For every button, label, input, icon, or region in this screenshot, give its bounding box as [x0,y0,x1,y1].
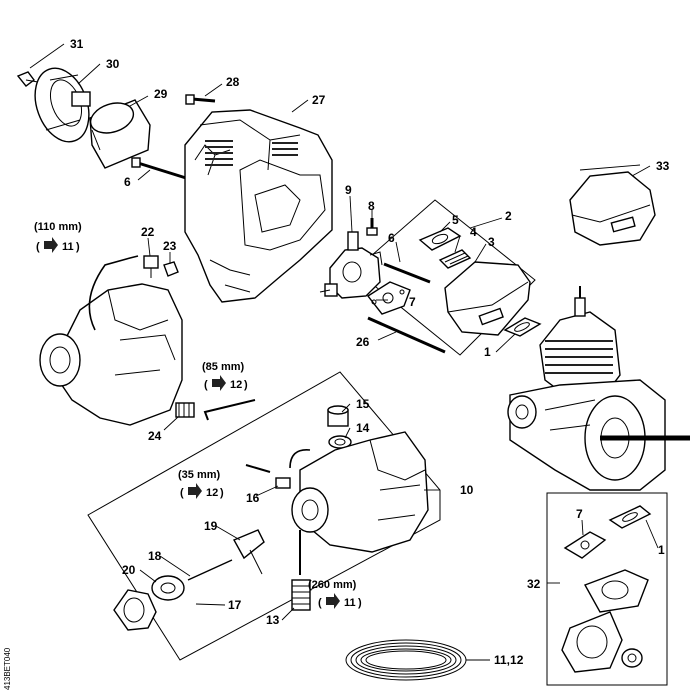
label-24: 24 [148,429,162,443]
label-10: 10 [460,483,474,497]
label-17: 17 [228,598,242,612]
ref-12-b: 12 [206,487,218,499]
label-15: 15 [356,397,370,411]
fuel-filter-13 [291,579,311,611]
screen-4 [438,249,472,269]
label-33: 33 [656,159,670,173]
hose-85mm [203,399,256,421]
screw-6-left [131,157,187,180]
label-18: 18 [148,549,162,563]
label-16: 16 [246,491,260,505]
label-5: 5 [452,213,459,227]
arrow-11-b: ( 11 ) [318,593,362,609]
fuel-tank-kit-box [87,371,441,661]
air-filter-kit-box [354,199,536,356]
engine-assembly [507,286,690,491]
svg-text:): ) [244,379,248,391]
shroud-27 [184,109,333,303]
stud-6-right [383,262,431,284]
gasket-5 [418,227,462,251]
arrow-12-b: ( 12 ) [180,483,224,499]
label-22: 22 [141,225,155,239]
fuel-hose-coil [345,639,467,681]
fuel-tank-housing-left [39,255,183,426]
line-18 [187,559,233,581]
label-4: 4 [470,225,477,239]
filter-housing-3 [444,261,531,336]
label-9: 9 [345,183,352,197]
label-29: 29 [154,87,168,101]
ref-11-a: 11 [62,241,74,253]
note-110mm: (110 mm) [34,221,82,233]
svg-text:): ) [76,241,80,253]
gasket-7 [366,281,411,315]
washer-20 [151,575,185,601]
label-31: 31 [70,37,84,51]
label-8: 8 [368,199,375,213]
drawing-code: 413BET040 [3,647,12,690]
ref-11-b: 11 [344,597,356,609]
label-28: 28 [226,75,240,89]
fitting-22 [143,255,159,278]
label-19: 19 [204,519,218,533]
label-1-kit: 1 [658,543,665,557]
hose-35mm [245,464,271,473]
label-27: 27 [312,93,326,107]
arrow-11-a: ( 11 ) [36,237,80,253]
fuel-tank-10 [289,431,429,575]
svg-text:(: ( [204,379,208,391]
label-30: 30 [106,57,120,71]
screw-8 [366,218,378,236]
label-2: 2 [505,209,512,223]
note-260mm: (260 mm) [308,579,357,591]
label-1: 1 [484,345,491,359]
label-32: 32 [527,577,541,591]
note-35mm: (35 mm) [178,469,221,481]
label-26: 26 [356,335,370,349]
screw-28 [185,94,216,105]
svg-text:): ) [220,487,224,499]
svg-text:(: ( [36,241,40,253]
stud-26 [367,316,446,354]
label-3: 3 [488,235,495,249]
label-7: 7 [409,295,416,309]
gasket-set-parts [561,505,652,673]
gasket-set-box [546,492,668,686]
leader-lines [29,43,659,661]
arrow-12-a: ( 12 ) [204,375,248,391]
label-23: 23 [163,239,177,253]
screw-31 [16,71,39,87]
label-7-kit: 7 [576,507,583,521]
note-85mm: (85 mm) [202,361,245,373]
ref-12-a: 12 [230,379,242,391]
filter-element-29 [89,99,151,169]
label-11-12: 11,12 [494,653,524,667]
svg-text:): ) [358,597,362,609]
connector-24 [175,402,195,418]
svg-text:(: ( [180,487,184,499]
carburetor-9 [319,231,383,299]
fitting-16 [275,477,291,489]
label-6-right: 6 [388,231,395,245]
label-13: 13 [266,613,280,627]
svg-text:(: ( [318,597,322,609]
label-14: 14 [356,421,370,435]
vent-valve-19 [233,529,265,575]
nut-23 [163,261,179,277]
cap-15 [327,405,349,427]
label-6-left: 6 [124,175,131,189]
cover-33 [569,171,656,246]
filter-cover-30 [34,67,91,143]
tank-cap-17 [113,589,157,631]
label-20: 20 [122,563,136,577]
